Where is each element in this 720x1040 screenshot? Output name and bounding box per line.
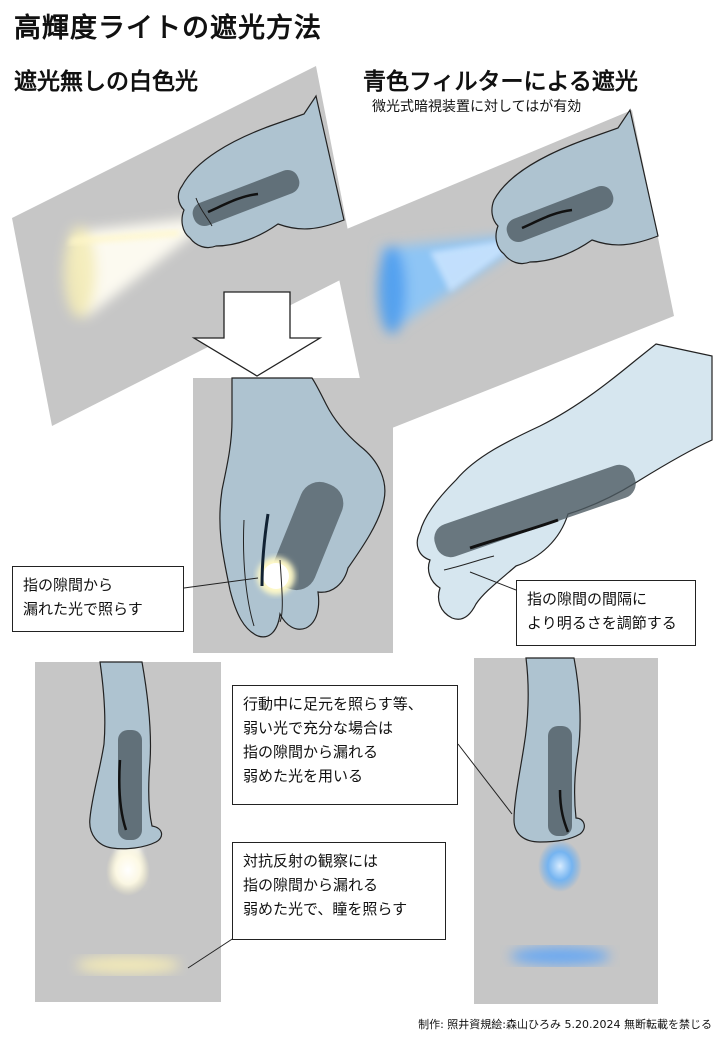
callout-move-line-3: 指の隙間から漏れる — [243, 743, 379, 761]
panel-blue-filter — [330, 108, 674, 436]
section-note-blue-filter: 微光式暗視装置に対してはが有効 — [372, 99, 582, 115]
callout-finger-gap-line-2: 漏れた光で照らす — [23, 600, 143, 618]
down-arrow-icon — [191, 291, 323, 377]
callout-move-line-4: 弱めた光を用いる — [243, 767, 364, 785]
flashlight-icon — [506, 185, 614, 243]
panel-white-downward — [35, 661, 221, 1002]
page-title: 高輝度ライトの遮光方法 — [14, 13, 322, 44]
panel-white-light — [12, 66, 356, 426]
callout-adjust-line-1: 指の隙間の間隔に — [527, 590, 648, 608]
callout-move-line-1: 行動中に足元を照らす等、 — [243, 695, 423, 713]
callout-finger-gap: 指の隙間から 漏れた光で照らす — [12, 566, 184, 632]
panel-adjust-brightness — [416, 343, 713, 620]
callout-adjust-line-2: より明るさを調節する — [527, 614, 677, 632]
callout-observe-line-2: 指の隙間から漏れる — [243, 876, 379, 894]
callout-while-moving: 行動中に足元を照らす等、 弱い光で充分な場合は 指の隙間から漏れる 弱めた光を用… — [232, 685, 458, 805]
callout-observe-line-3: 弱めた光で、瞳を照らす — [243, 900, 408, 918]
callout-pupil-observation: 対抗反射の観察には 指の隙間から漏れる 弱めた光で、瞳を照らす — [232, 842, 446, 940]
callout-move-line-2: 弱い光で充分な場合は — [243, 719, 394, 737]
callout-adjust-brightness: 指の隙間の間隔に より明るさを調節する — [516, 580, 696, 646]
callout-observe-line-1: 対抗反射の観察には — [243, 852, 379, 870]
section-title-white-light: 遮光無しの白色光 — [14, 69, 198, 95]
flashlight-icon — [192, 169, 300, 227]
flashlight-icon — [118, 730, 142, 840]
panel-finger-gap — [193, 377, 393, 653]
flashlight-icon — [272, 481, 344, 591]
credit-line: 制作: 照井資規絵:森山ひろみ 5.20.2024 無断転載を禁じる — [418, 1018, 712, 1031]
panel-blue-downward — [474, 657, 658, 1004]
flashlight-icon — [434, 464, 636, 558]
callout-finger-gap-line-1: 指の隙間から — [23, 576, 114, 594]
section-title-blue-filter: 青色フィルターによる遮光 — [363, 69, 638, 95]
flashlight-icon — [548, 726, 572, 836]
